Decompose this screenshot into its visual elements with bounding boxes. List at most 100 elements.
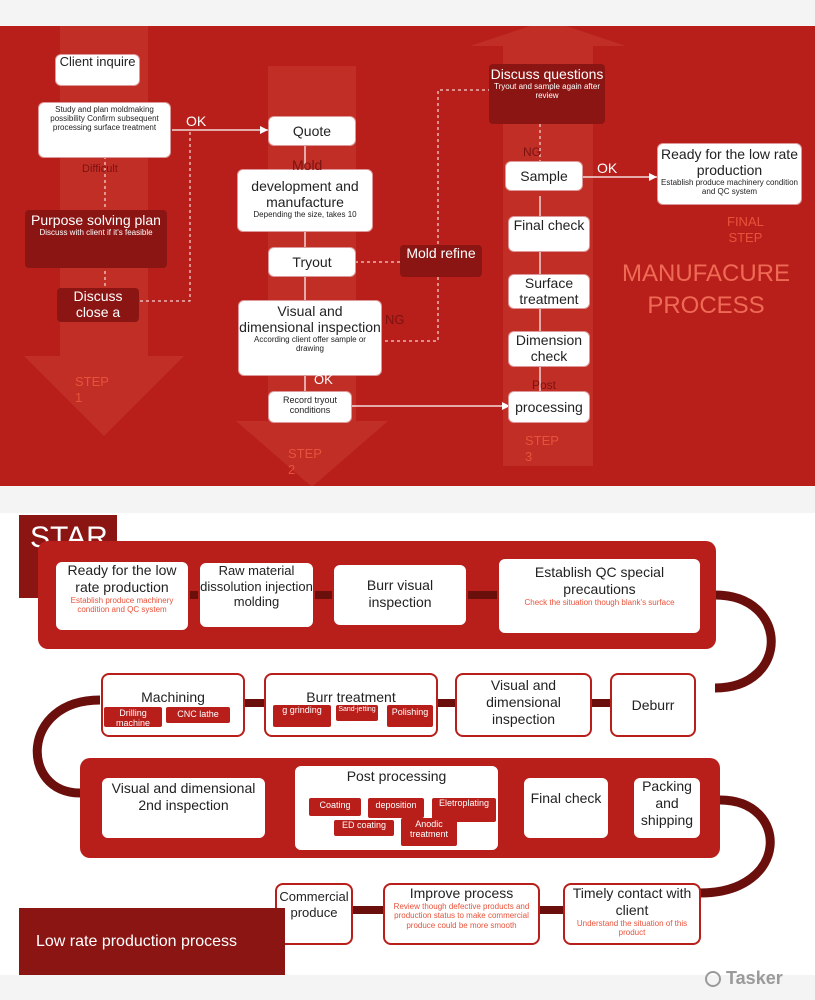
purpose-plan-box: Purpose solving plan Discuss with client… (25, 210, 167, 268)
r2-machining-box: Machining (101, 673, 245, 737)
step1-label: STEP 1 (75, 374, 109, 405)
record-tryout-box: Record tryout conditions (268, 391, 352, 423)
visual-inspection-sub: According client offer sample or drawing (254, 335, 366, 354)
r4-improve-title: Improve process (409, 885, 514, 901)
final-check-box: Final check (508, 216, 590, 252)
r3-electro-label: Eletroplating (438, 798, 490, 808)
ng-label-2: NG (523, 145, 541, 159)
r4-improve-box: Improve process Review though defective … (383, 883, 540, 945)
r2-visual-box: Visual and dimensional inspection (455, 673, 592, 737)
mold-development-title: development and manufacture (251, 178, 359, 211)
connector-lines (104, 89, 657, 410)
purpose-plan-title: Purpose solving plan (31, 212, 161, 228)
quote-label: Quote (292, 123, 332, 139)
mold-development-sub: Depending the size, takes 10 (253, 210, 357, 220)
r1-ready-sub: Establish produce machinery condition an… (70, 595, 174, 615)
footer-banner (19, 908, 285, 975)
manufacture-process-panel: Client inquire Study and plan moldmaking… (0, 26, 815, 486)
r1-qc-sub: Check the situation though blank's surfa… (524, 597, 675, 607)
surface-treatment-box: Surface treatment (508, 274, 590, 309)
r1-ready-title: Ready for the low rate production (67, 562, 177, 595)
r3-ed-label: ED coating (341, 820, 387, 830)
r1-ready-box: Ready for the low rate production Establ… (54, 560, 190, 632)
dimension-check-label: Dimension check (515, 332, 583, 365)
r3-visual2-box: Visual and dimensional 2nd inspection (100, 776, 267, 840)
surface-treatment-label: Surface treatment (519, 275, 579, 308)
ok-label-2: OK (314, 372, 333, 387)
r2-sand-chip: Sand-jetting (336, 705, 378, 721)
sample-box: Sample (505, 161, 583, 191)
discuss-questions-box: Discuss questions Tryout and sample agai… (489, 64, 605, 124)
ready-production-sub: Establish produce machinery condition an… (661, 178, 798, 197)
discuss-close-label: Discuss close a case (57, 288, 139, 322)
r2-deburr-box: Deburr (610, 673, 696, 737)
discuss-questions-sub: Tryout and sample again after review (494, 82, 600, 101)
study-plan-label: Study and plan moldmaking possibility Co… (50, 105, 159, 133)
difficult-label: Difficult (82, 163, 118, 175)
tryout-box: Tryout (268, 247, 356, 277)
r3-visual2-label: Visual and dimensional 2nd inspection (111, 780, 256, 813)
discuss-questions-title: Discuss questions (490, 66, 604, 82)
r4-improve-sub: Review though defective products and pro… (393, 901, 530, 930)
final-check-label: Final check (513, 217, 585, 233)
r2-grinding-label: g grinding (282, 705, 322, 715)
r1-raw-label: Raw material dissolution injection moldi… (200, 563, 313, 610)
watermark-label: Tasker (726, 968, 783, 988)
tryout-label: Tryout (292, 254, 332, 270)
r2-machining-label: Machining (141, 689, 205, 705)
r4-commercial-label: Commercial produce (279, 889, 349, 920)
study-plan-box: Study and plan moldmaking possibility Co… (38, 102, 171, 158)
r2-visual-label: Visual and dimensional inspection (486, 677, 561, 727)
step2-label: STEP 2 (288, 446, 322, 477)
footer-label: Low rate production process (36, 933, 237, 950)
r2-deburr-label: Deburr (631, 697, 675, 713)
r1-qc-box: Establish QC special precautions Check t… (497, 557, 702, 635)
quote-box: Quote (268, 116, 356, 146)
r2-drilling-chip: Drilling machine (104, 707, 162, 727)
r4-commercial-box: Commercial produce (275, 883, 353, 945)
r3-ed-chip: ED coating (334, 820, 394, 836)
r1-qc-title: Establish QC special precautions (534, 564, 665, 597)
r3-final-label: Final check (530, 790, 602, 806)
step2-arrowhead (236, 421, 388, 486)
discuss-close-box: Discuss close a case (57, 288, 139, 322)
low-rate-production-panel: STAR Ready for the low rate production E… (0, 513, 815, 975)
mold-refine-box: Mold refine (400, 245, 482, 277)
client-inquire-label: Client inquire (59, 54, 136, 69)
r3-post-label: Post processing (346, 768, 447, 784)
processing-label: processing (515, 399, 583, 415)
ready-production-title: Ready for the low rate production (661, 146, 798, 179)
step3-label: STEP 3 (525, 433, 559, 464)
step3-arrowhead (470, 26, 626, 46)
r3-coating-label: Coating (319, 800, 351, 810)
step1-arrowhead (24, 356, 184, 436)
r2-drilling-label: Drilling machine (115, 708, 151, 727)
r3-final-box: Final check (522, 776, 610, 840)
mold-development-box: development and manufacture Depending th… (237, 169, 373, 232)
r3-pack-box: Packing and shipping (632, 776, 702, 840)
ok-label-3: OK (597, 160, 618, 176)
r2-grinding-chip: g grinding (273, 705, 331, 727)
r2-polish-label: Polishing (391, 707, 429, 717)
ng-label-1: NG (385, 312, 405, 327)
post-overlap-label: Post (532, 378, 557, 392)
r4-timely-sub: Understand the situation of this product (576, 918, 688, 938)
r3-anodic-chip: Anodic treatment (401, 818, 457, 846)
watermark: Tasker (705, 968, 783, 989)
r2-cnc-label: CNC lathe (177, 709, 219, 719)
r3-deposit-chip: deposition (368, 798, 424, 818)
serpentine-connector (32, 590, 776, 898)
final-step-label: FINAL STEP (727, 214, 764, 245)
ready-production-box: Ready for the low rate production Establ… (657, 143, 802, 205)
r4-timely-title: Timely contact with client (572, 885, 692, 918)
sample-label: Sample (520, 168, 568, 184)
r1-burr-visual-label: Burr visual inspection (366, 577, 434, 610)
client-inquire-box: Client inquire (55, 54, 140, 86)
tasker-logo-icon (705, 971, 721, 987)
mold-dev-overlap-label: Mold (292, 157, 323, 173)
visual-inspection-title: Visual and dimensional inspection (239, 303, 381, 336)
r3-anodic-label: Anodic treatment (409, 819, 449, 839)
visual-inspection-box: Visual and dimensional inspection Accord… (238, 300, 382, 376)
ok-label-1: OK (186, 113, 207, 129)
mold-refine-label: Mold refine (406, 245, 476, 261)
